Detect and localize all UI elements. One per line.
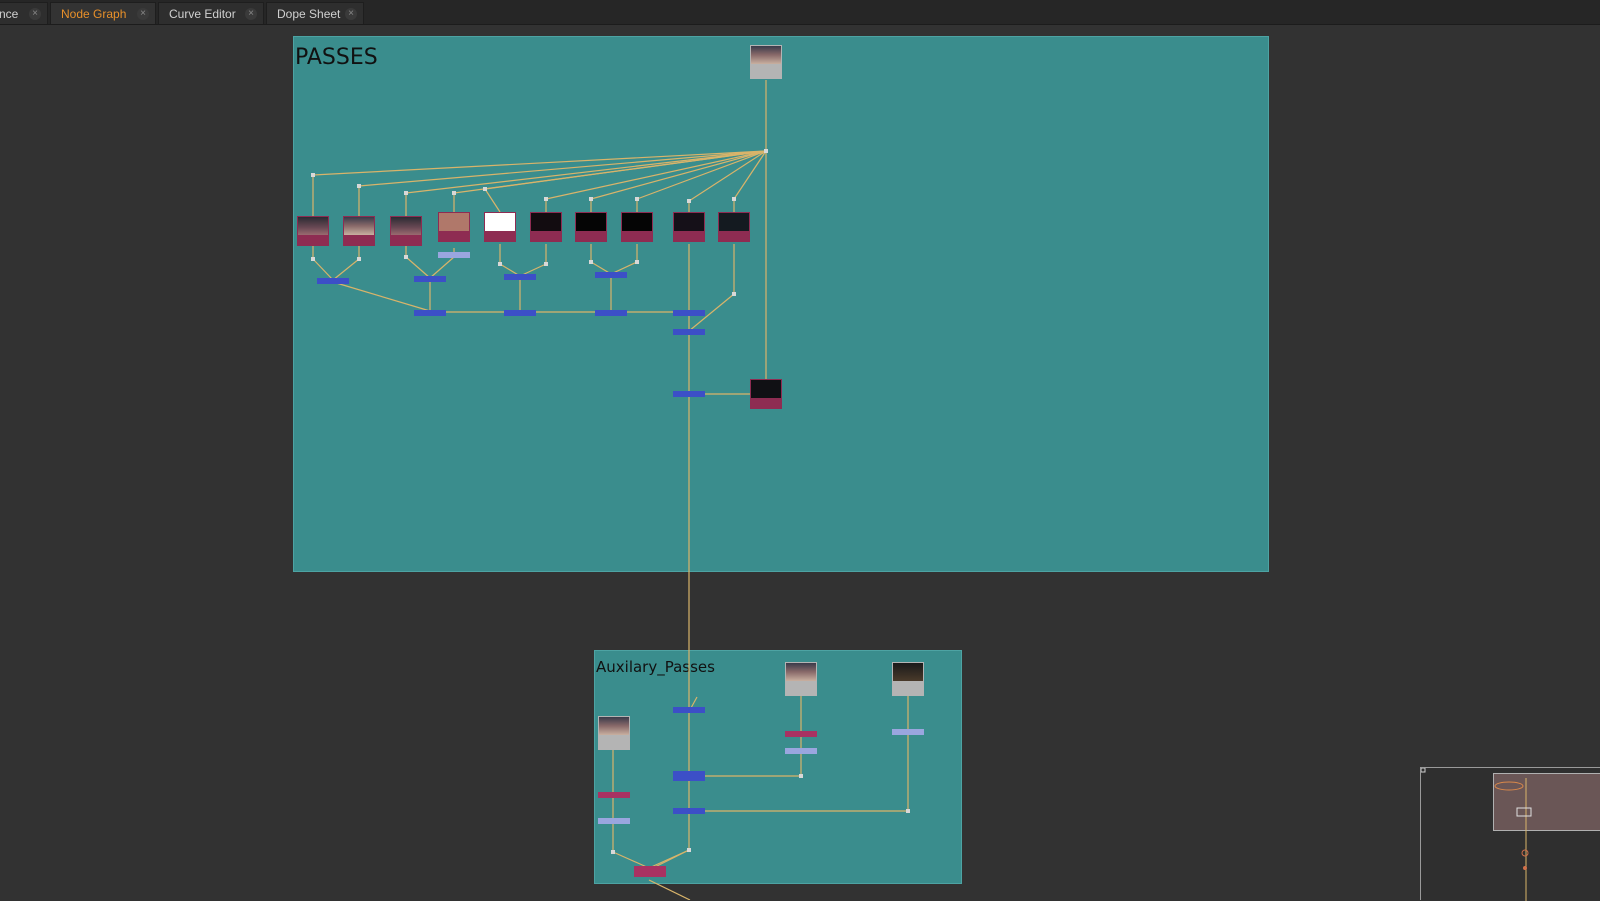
dot[interactable] (311, 257, 315, 261)
grade-node[interactable] (892, 729, 924, 735)
dot[interactable] (311, 173, 315, 177)
merge-node[interactable] (673, 707, 705, 713)
dot[interactable] (404, 191, 408, 195)
dot[interactable] (404, 255, 408, 259)
shuffle-node[interactable] (297, 216, 329, 246)
close-icon[interactable]: × (245, 8, 257, 20)
dot[interactable] (357, 184, 361, 188)
shuffle-node[interactable] (575, 212, 607, 242)
shuffle-node[interactable] (673, 212, 705, 242)
read-node[interactable] (892, 662, 924, 696)
dot[interactable] (635, 197, 639, 201)
read-node[interactable] (750, 45, 782, 79)
merge-node[interactable] (414, 276, 446, 282)
dot[interactable] (687, 848, 691, 852)
panel-tab-bar: nce × Node Graph × Curve Editor × Dope S… (0, 0, 1600, 25)
shuffle-node[interactable] (438, 212, 470, 242)
read-node[interactable] (785, 662, 817, 696)
colorcorrect-node[interactable] (598, 792, 630, 798)
connections (312, 80, 909, 900)
dot[interactable] (732, 292, 736, 296)
dot[interactable] (452, 191, 456, 195)
tab-properties[interactable]: nce × (0, 2, 48, 24)
dot[interactable] (544, 197, 548, 201)
dot[interactable] (732, 197, 736, 201)
tab-label: Curve Editor (169, 7, 236, 21)
dot[interactable] (687, 199, 691, 203)
shuffle-node[interactable] (621, 212, 653, 242)
merge-node[interactable] (414, 310, 446, 316)
merge-node[interactable] (317, 278, 349, 284)
grade-node[interactable] (438, 252, 470, 258)
dot[interactable] (611, 850, 615, 854)
close-icon[interactable]: × (345, 8, 357, 20)
shuffle-node[interactable] (530, 212, 562, 242)
merge-node[interactable] (595, 272, 627, 278)
connection-dots (311, 149, 910, 854)
backdrop-label-passes: PASSES (295, 45, 378, 70)
tab-label: Node Graph (61, 7, 127, 21)
shuffle-node[interactable] (718, 212, 750, 242)
dot[interactable] (498, 262, 502, 266)
merge-node[interactable] (504, 310, 536, 316)
tab-dope-sheet[interactable]: Dope Sheet × (266, 2, 364, 24)
tab-curve-editor[interactable]: Curve Editor × (158, 2, 264, 24)
shuffle-node[interactable] (390, 216, 422, 246)
merge-node[interactable] (673, 329, 705, 335)
shuffle-node[interactable] (750, 379, 782, 409)
dot[interactable] (483, 187, 487, 191)
merge-node[interactable] (504, 274, 536, 280)
dot[interactable] (906, 809, 910, 813)
tab-node-graph[interactable]: Node Graph × (50, 2, 156, 24)
merge-node[interactable] (595, 310, 627, 316)
backdrop-passes[interactable]: PASSES (293, 36, 1269, 572)
dot[interactable] (357, 257, 361, 261)
dot[interactable] (544, 262, 548, 266)
tab-label: Dope Sheet (277, 7, 341, 21)
write-node[interactable] (634, 866, 666, 877)
minimap-overview (1421, 768, 1532, 901)
dot[interactable] (799, 774, 803, 778)
minimap-viewport[interactable] (1493, 773, 1600, 831)
tab-label: nce (0, 7, 19, 21)
colorcorrect-node[interactable] (785, 731, 817, 737)
dot[interactable] (589, 260, 593, 264)
grade-node[interactable] (785, 748, 817, 754)
merge-node[interactable] (673, 771, 705, 781)
merge-node[interactable] (673, 310, 705, 316)
close-icon[interactable]: × (137, 8, 149, 20)
merge-node[interactable] (673, 391, 705, 397)
shuffle-node[interactable] (484, 212, 516, 242)
dot[interactable] (635, 260, 639, 264)
grade-node[interactable] (598, 818, 630, 824)
backdrop-label-auxilary: Auxilary_Passes (596, 658, 715, 676)
merge-node[interactable] (673, 808, 705, 814)
dot[interactable] (764, 149, 768, 153)
shuffle-node[interactable] (343, 216, 375, 246)
node-graph-minimap[interactable] (1420, 767, 1600, 901)
close-icon[interactable]: × (29, 8, 41, 20)
read-node[interactable] (598, 716, 630, 750)
dot[interactable] (589, 197, 593, 201)
